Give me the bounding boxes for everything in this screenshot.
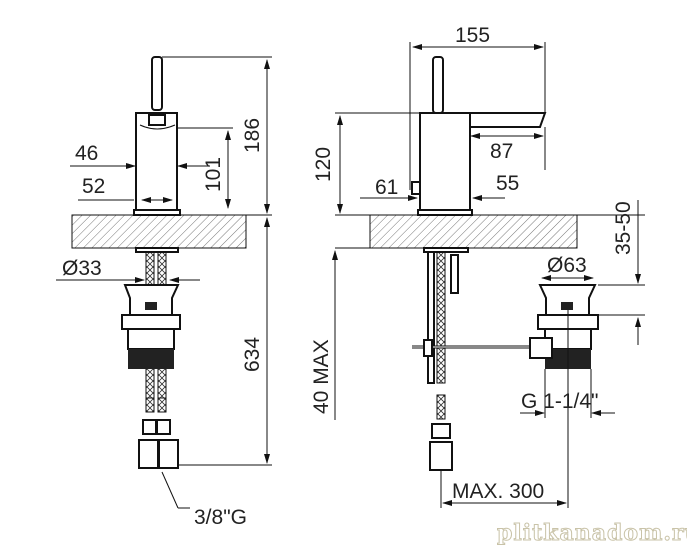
side-view: 155 120 87 61 55 35-50 Ø63 40 MAX G 1-1/… — [310, 24, 645, 508]
dim-under-counter: 40 MAX — [310, 339, 333, 414]
countertop-section — [71, 214, 247, 249]
dim-body-width: 46 — [75, 142, 98, 165]
dim-rod-length: MAX. 300 — [452, 480, 544, 503]
drain-assembly — [121, 284, 181, 369]
dim-total-depth: 155 — [455, 24, 490, 47]
dim-hose-length: 634 — [241, 337, 264, 372]
dim-base-depth: 61 — [375, 176, 398, 199]
drain-assembly — [529, 284, 599, 369]
base-plate — [417, 209, 473, 216]
supply-hose — [436, 247, 446, 384]
drain-thread: G 1-1/4" — [521, 390, 599, 413]
base-plate — [133, 209, 181, 216]
connection-thread: 3/8"G — [194, 506, 247, 529]
spout — [469, 112, 547, 128]
dim-body-depth: 55 — [496, 172, 519, 195]
faucet-body — [419, 112, 471, 211]
dim-spout-height: 101 — [202, 157, 225, 192]
watermark: plitkanadom.ru — [497, 520, 687, 546]
dim-tail-diameter: Ø33 — [62, 257, 102, 280]
handle-lever — [151, 56, 163, 111]
dim-counter-thickness: 35-50 — [612, 201, 635, 255]
hose-connector — [429, 423, 453, 471]
countertop-section — [369, 214, 578, 249]
hose-connectors — [138, 419, 179, 469]
handle-lever — [432, 56, 444, 114]
dim-spout-length: 87 — [490, 140, 513, 163]
dim-body-height: 120 — [312, 147, 335, 182]
faucet-body — [135, 112, 178, 211]
dim-drain-diameter: Ø63 — [547, 254, 587, 277]
dim-base-width: 52 — [82, 175, 105, 198]
dim-total-height: 186 — [241, 118, 264, 153]
aerator-pin — [411, 181, 421, 195]
front-view: 46 52 101 186 Ø33 634 3/8"G — [56, 56, 272, 529]
pop-up-rod — [412, 339, 530, 357]
